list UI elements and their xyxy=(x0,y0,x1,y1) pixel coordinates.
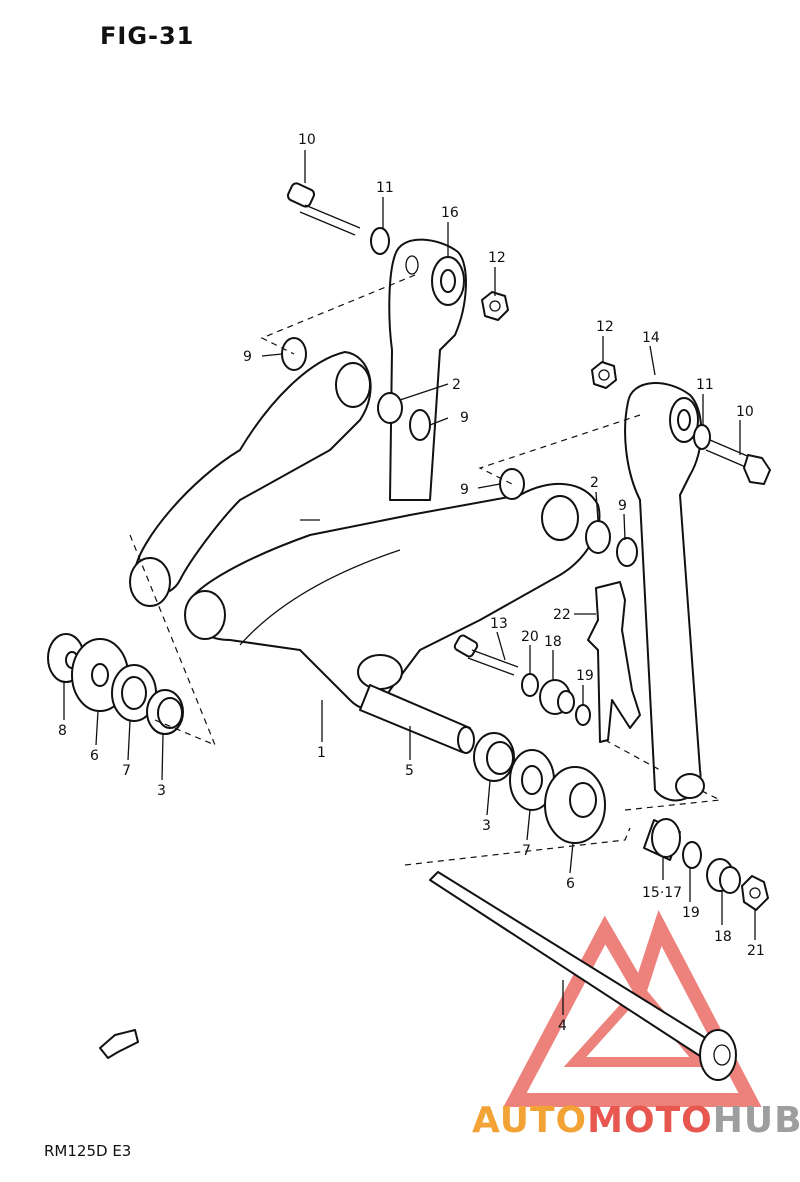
callout-3: 3 xyxy=(482,818,491,834)
callout-9: 9 xyxy=(243,349,252,365)
bracket-22 xyxy=(587,581,641,743)
figure-title: FIG-31 xyxy=(100,22,195,50)
nut-12-left xyxy=(481,291,509,321)
alignment-line xyxy=(478,414,641,485)
callout-15-17: 15·17 xyxy=(642,885,682,901)
model-label: RM125D E3 xyxy=(44,1142,132,1160)
callout-19: 19 xyxy=(576,668,594,684)
callout-12: 12 xyxy=(488,250,506,266)
callout-12: 12 xyxy=(596,319,614,335)
callout-11: 11 xyxy=(376,180,394,196)
callout-2: 2 xyxy=(452,377,461,393)
collar-15-17 xyxy=(643,818,681,861)
washer-20 xyxy=(521,673,539,697)
callout-11: 11 xyxy=(696,377,714,393)
callout-9: 9 xyxy=(618,498,627,514)
alignment-line xyxy=(624,789,723,811)
spacer-7-left xyxy=(111,664,157,722)
alignment-line xyxy=(260,274,416,355)
callout-6: 6 xyxy=(566,876,575,892)
callout-7: 7 xyxy=(122,763,131,779)
spacer-7-right xyxy=(509,749,555,811)
leader-lines xyxy=(63,150,756,1015)
washer-9-d xyxy=(616,537,638,567)
bushing-18-b xyxy=(706,858,741,894)
washer-9-b xyxy=(409,409,431,441)
callout-2: 2 xyxy=(590,475,599,491)
callout-7: 7 xyxy=(522,843,531,859)
callout-10: 10 xyxy=(298,132,316,148)
callout-18: 18 xyxy=(714,929,732,945)
nut-21 xyxy=(741,875,769,911)
callout-13: 13 xyxy=(490,616,508,632)
callout-3: 3 xyxy=(157,783,166,799)
washer-9-c xyxy=(499,468,525,500)
fwd-arrow-icon xyxy=(99,1029,139,1059)
callout-18: 18 xyxy=(544,634,562,650)
callout-9: 9 xyxy=(460,482,469,498)
callout-22: 22 xyxy=(553,607,571,623)
callout-6: 6 xyxy=(90,748,99,764)
bushing-2-b xyxy=(585,520,611,554)
nut-12-right xyxy=(591,361,617,389)
callout-labels: 10 11 16 12 9 2 9 12 14 11 10 9 2 9 22 1… xyxy=(58,132,765,1034)
callout-14: 14 xyxy=(642,330,660,346)
callout-9: 9 xyxy=(460,410,469,426)
bolt-10-right xyxy=(705,439,771,485)
oring-19-a xyxy=(575,704,591,726)
callout-20: 20 xyxy=(521,629,539,645)
alignment-line xyxy=(404,827,631,866)
callout-21: 21 xyxy=(747,943,765,959)
callout-10: 10 xyxy=(736,404,754,420)
watermark-hub: HUB xyxy=(712,1100,800,1141)
callout-1: 1 xyxy=(317,745,326,761)
link-plate-14 xyxy=(624,382,705,802)
shaft-5 xyxy=(359,684,475,754)
washer-11-left xyxy=(370,227,390,255)
callout-4: 4 xyxy=(558,1018,567,1034)
bearing-3-left xyxy=(146,689,184,735)
washer-11-right xyxy=(693,424,711,450)
link-plate-16 xyxy=(388,238,467,501)
callout-16: 16 xyxy=(441,205,459,221)
callout-5: 5 xyxy=(405,763,414,779)
callout-8: 8 xyxy=(58,723,67,739)
bushing-18-a xyxy=(539,679,575,715)
axle-4 xyxy=(429,871,737,1081)
bolt-13 xyxy=(453,634,519,676)
watermark-moto: MOTO xyxy=(587,1100,713,1141)
callout-19: 19 xyxy=(682,905,700,921)
watermark-text: AUTOMOTOHUB xyxy=(472,1100,800,1141)
swing-arm-1 xyxy=(129,351,601,710)
alignment-line xyxy=(129,534,217,747)
bearing-3-right xyxy=(473,732,515,782)
bushing-2-a xyxy=(377,392,403,424)
watermark-auto: AUTO xyxy=(472,1100,588,1141)
oring-19-b xyxy=(682,841,702,869)
seal-6-right xyxy=(544,766,606,844)
bolt-10-left xyxy=(286,182,361,236)
